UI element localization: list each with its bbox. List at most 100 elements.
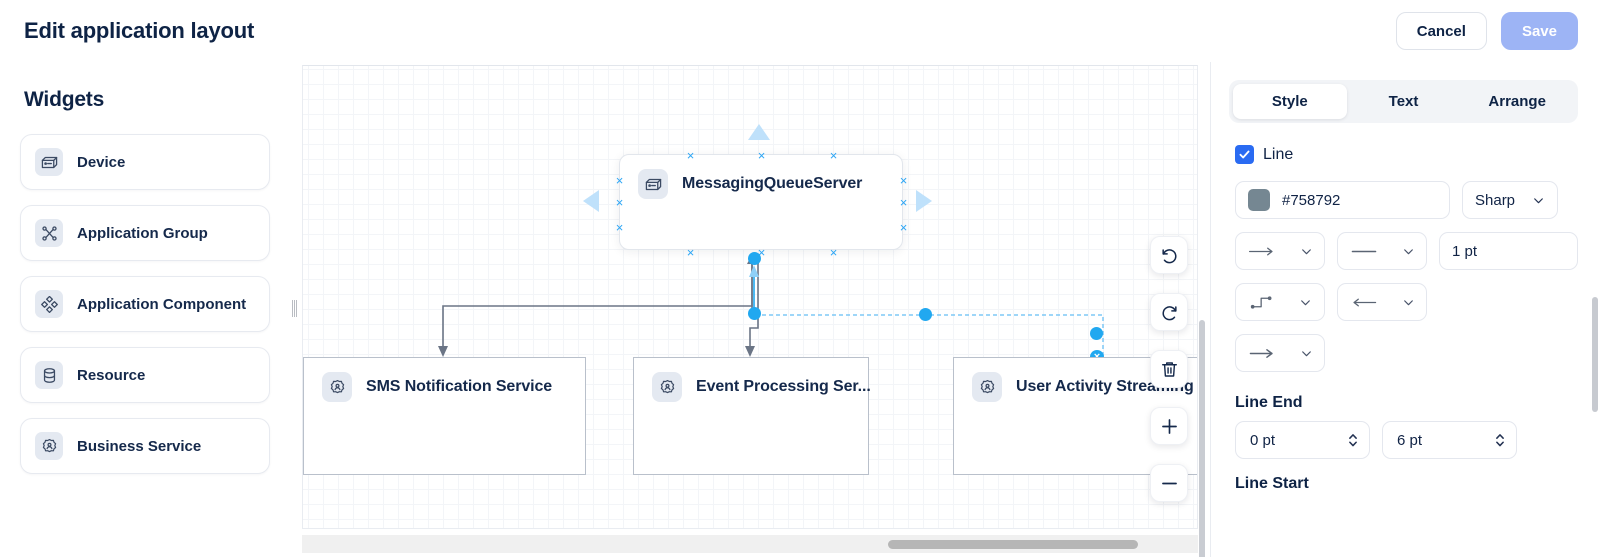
connector-handle-right-bottom[interactable] xyxy=(898,222,909,233)
line-start-section-title: Line Start xyxy=(1235,475,1309,492)
expand-hint-up-arrow-icon[interactable] xyxy=(748,124,770,140)
widgets-panel: Widgets Device Application Group xyxy=(0,62,288,557)
application-group-icon xyxy=(35,219,63,247)
corner-style-value: Sharp xyxy=(1475,191,1516,209)
line-checkbox[interactable] xyxy=(1235,145,1254,164)
line-thickness-value: 1 pt xyxy=(1452,242,1478,260)
device-icon xyxy=(638,169,668,199)
arrow-style-select[interactable] xyxy=(1235,232,1325,270)
line-route-row xyxy=(1235,283,1578,321)
chevron-down-icon xyxy=(1532,194,1545,207)
diagram-canvas-area[interactable]: MessagingQueueServer xyxy=(288,62,1210,557)
widget-label: Resource xyxy=(77,366,146,384)
connector-handle-right-middle[interactable] xyxy=(898,197,909,208)
redo-icon xyxy=(1162,305,1177,320)
line-thickness-input[interactable]: 1 pt xyxy=(1439,232,1578,270)
header-actions: Cancel Save xyxy=(1395,12,1578,50)
connector-handle-left-bottom[interactable] xyxy=(614,222,625,233)
undo-button[interactable] xyxy=(1150,236,1188,274)
delete-button[interactable] xyxy=(1150,350,1188,388)
diagram-node-event-processing-service[interactable]: Event Processing Ser... xyxy=(633,357,871,475)
color-swatch[interactable] xyxy=(1248,189,1270,211)
business-service-icon xyxy=(652,372,682,402)
stepper-arrows-icon[interactable] xyxy=(1494,431,1506,449)
line-checkbox-label: Line xyxy=(1263,145,1294,163)
diagram-node-sms-notification-service[interactable]: SMS Notification Service xyxy=(303,357,586,475)
arrow-right-icon xyxy=(1248,245,1276,258)
widget-label: Device xyxy=(77,153,126,171)
line-end-size-value: 6 pt xyxy=(1397,431,1423,449)
canvas-vertical-scrollbar[interactable] xyxy=(1199,320,1205,557)
corner-style-select[interactable]: Sharp xyxy=(1462,181,1558,219)
application-component-icon xyxy=(35,290,63,318)
business-service-icon xyxy=(35,432,63,460)
color-hex-value: #758792 xyxy=(1282,191,1341,209)
start-marker-select[interactable] xyxy=(1337,283,1427,321)
widget-label: Application Component xyxy=(77,295,247,313)
edge-midpoint-dot[interactable] xyxy=(919,308,932,321)
line-end-size-stepper[interactable]: 6 pt xyxy=(1382,421,1517,459)
widget-item-device[interactable]: Device xyxy=(20,134,270,190)
dash-style-select[interactable] xyxy=(1337,232,1427,270)
arrow-left-icon xyxy=(1350,296,1378,309)
redo-button[interactable] xyxy=(1150,293,1188,331)
panel-resize-handle[interactable] xyxy=(292,300,297,317)
edge-waypoint-dot[interactable] xyxy=(748,307,761,320)
solid-line-icon xyxy=(1350,245,1378,258)
diagram-canvas[interactable]: MessagingQueueServer xyxy=(302,65,1198,529)
tab-style[interactable]: Style xyxy=(1233,84,1347,119)
line-end-values-row: 0 pt 6 pt xyxy=(1235,421,1578,459)
node-header: Event Processing Ser... xyxy=(634,358,871,402)
editor-body: Widgets Device Application Group xyxy=(0,62,1600,557)
properties-panel: Style Text Arrange Line #758792 Sha xyxy=(1210,62,1600,557)
properties-tabs: Style Text Arrange xyxy=(1229,80,1578,123)
node-label: MessagingQueueServer xyxy=(682,175,863,192)
zoom-out-button[interactable] xyxy=(1150,464,1188,502)
connector-handle-right-top[interactable] xyxy=(898,175,909,186)
widgets-title: Widgets xyxy=(24,88,105,111)
business-service-icon xyxy=(322,372,352,402)
widget-item-business-service[interactable]: Business Service xyxy=(20,418,270,474)
edge-waypoint-dot[interactable] xyxy=(748,252,761,265)
line-color-field[interactable]: #758792 xyxy=(1235,181,1450,219)
connector-handle-bottom-right[interactable] xyxy=(828,247,839,258)
expand-hint-right-arrow-icon[interactable] xyxy=(916,190,932,212)
business-service-icon xyxy=(972,372,1002,402)
chevron-down-icon xyxy=(1300,347,1313,360)
device-icon xyxy=(35,148,63,176)
line-end-marker-row xyxy=(1235,334,1578,372)
stepper-arrows-icon[interactable] xyxy=(1347,431,1359,449)
tab-text[interactable]: Text xyxy=(1388,93,1419,110)
save-button[interactable]: Save xyxy=(1500,12,1578,50)
undo-icon xyxy=(1161,248,1176,263)
connector-handle-top-left[interactable] xyxy=(685,150,696,161)
node-label: Event Processing Ser... xyxy=(696,378,871,395)
widget-item-application-group[interactable]: Application Group xyxy=(20,205,270,261)
widget-item-application-component[interactable]: Application Component xyxy=(20,276,270,332)
line-end-section-title: Line End xyxy=(1235,394,1303,411)
resource-icon xyxy=(35,361,63,389)
edge-waypoint-dot[interactable] xyxy=(1090,327,1103,340)
end-marker-select[interactable] xyxy=(1235,334,1325,372)
connector-handle-left-top[interactable] xyxy=(614,175,625,186)
route-style-select[interactable] xyxy=(1235,283,1325,321)
properties-panel-scrollbar[interactable] xyxy=(1592,297,1598,412)
connector-handle-top-right[interactable] xyxy=(828,150,839,161)
line-end-offset-stepper[interactable]: 0 pt xyxy=(1235,421,1370,459)
diagram-node-messaging-queue-server[interactable]: MessagingQueueServer xyxy=(619,154,903,250)
expand-hint-left-arrow-icon[interactable] xyxy=(583,190,599,212)
connector-handle-left-middle[interactable] xyxy=(614,197,625,208)
zoom-in-button[interactable] xyxy=(1150,407,1188,445)
widget-label: Application Group xyxy=(77,224,208,242)
connector-handle-top-center[interactable] xyxy=(756,150,767,161)
widget-item-resource[interactable]: Resource xyxy=(20,347,270,403)
canvas-horizontal-scrollbar[interactable] xyxy=(302,535,1198,553)
tab-arrange[interactable]: Arrange xyxy=(1488,93,1546,110)
cancel-button[interactable]: Cancel xyxy=(1395,12,1487,50)
connector-handle-bottom-left[interactable] xyxy=(685,247,696,258)
widget-label: Business Service xyxy=(77,437,202,455)
plus-icon xyxy=(1161,418,1177,434)
canvas-horizontal-scrollbar-thumb[interactable] xyxy=(888,540,1138,549)
trash-icon xyxy=(1161,361,1177,377)
node-label: SMS Notification Service xyxy=(366,378,553,395)
